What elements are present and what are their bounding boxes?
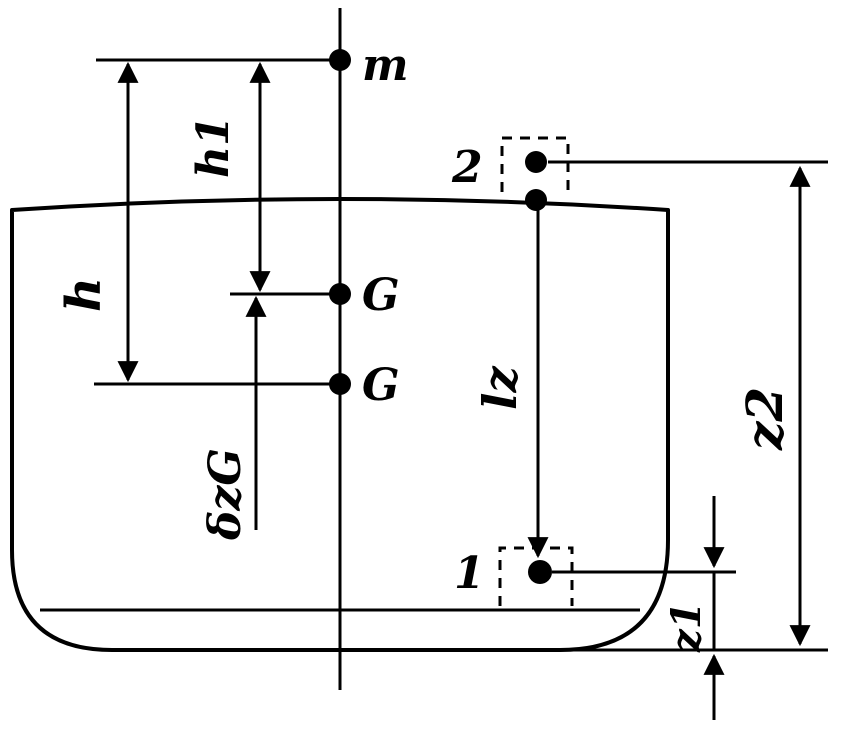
label-point-1: 1 [454, 548, 485, 599]
label-g-upper: G [362, 270, 400, 321]
g-lower-point [329, 373, 351, 395]
label-g-lower: G [362, 360, 400, 411]
label-delta-zg: δzG [200, 448, 251, 541]
load-2-box [500, 136, 570, 192]
label-point-2: 2 [451, 142, 483, 193]
label-h: h [56, 277, 112, 312]
g-upper-point [329, 283, 351, 305]
metacenter-point [329, 49, 351, 71]
point-2-deck [525, 189, 547, 211]
label-h1: h1 [188, 115, 239, 178]
point-2 [525, 151, 547, 173]
label-m: m [362, 40, 409, 91]
point-1 [528, 560, 552, 584]
load-1-box [498, 546, 574, 606]
label-z1: z1 [663, 601, 710, 653]
label-lz: lz [473, 366, 527, 410]
label-z2: z2 [735, 387, 794, 451]
